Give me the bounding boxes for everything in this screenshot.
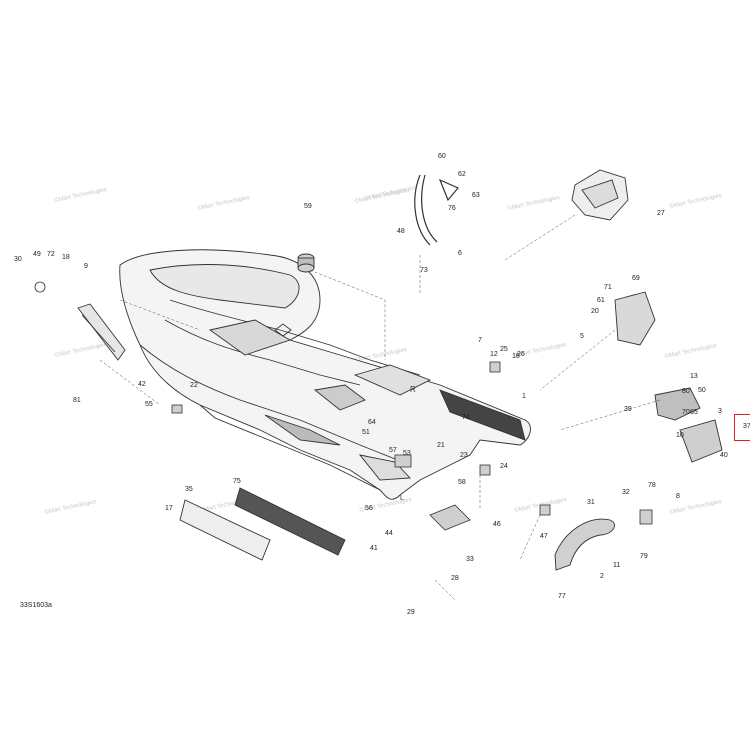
callout-72: 72 — [47, 251, 55, 258]
callout-75: 75 — [233, 478, 241, 485]
grab-handle-part — [554, 518, 615, 571]
callout-81: 81 — [73, 397, 81, 404]
watermark-text: ©Mart Technologies — [664, 342, 717, 360]
callout-69: 69 — [632, 275, 640, 282]
callout-51: 51 — [362, 429, 370, 436]
callout-17: 17 — [165, 505, 173, 512]
svg-text:R: R — [410, 385, 416, 394]
callout-78: 78 — [648, 482, 656, 489]
callout-18: 18 — [62, 254, 70, 261]
callout-71: 71 — [604, 284, 612, 291]
callout-73: 73 — [420, 267, 428, 274]
callout-11: 11 — [613, 562, 620, 569]
highlight-box — [734, 414, 750, 441]
watermark-text: ©Mart Technologies — [669, 498, 722, 516]
watermark-text: ©Mart Technologies — [507, 194, 560, 212]
callout-13: 13 — [690, 373, 698, 380]
left-bracket-part — [77, 303, 126, 361]
callout-7: 7 — [478, 337, 482, 344]
watermark-text: ©Mart Technologies — [54, 186, 107, 204]
callout-20: 20 — [591, 308, 599, 315]
callout-28: 28 — [451, 575, 459, 582]
watermark-text: ©Mart Technologies — [364, 184, 417, 202]
callout-22: 22 — [190, 382, 198, 389]
callout-35: 35 — [185, 486, 193, 493]
callout-57: 57 — [389, 447, 397, 454]
callout-59: 59 — [304, 203, 312, 210]
watermark-text: ©Mart Technologies — [44, 498, 97, 516]
callout-80: 80 — [682, 388, 690, 395]
callout-47: 47 — [540, 533, 548, 540]
callout-26: 26 — [517, 351, 525, 358]
callout-77: 77 — [558, 593, 566, 600]
footrest-parts — [179, 487, 346, 561]
callout-30: 30 — [14, 256, 22, 263]
leader-lines — [99, 214, 661, 601]
callout-12: 12 — [490, 351, 498, 358]
callout-61: 61 — [597, 297, 605, 304]
callout-31: 31 — [587, 499, 595, 506]
callout-33: 33 — [466, 556, 474, 563]
callout-21: 21 — [437, 442, 445, 449]
watermark-text: ©Mart Technologies — [197, 194, 250, 212]
svg-text:L: L — [400, 495, 404, 502]
callout-24: 24 — [500, 463, 508, 470]
callout-1: 1 — [522, 393, 526, 400]
callout-32: 32 — [622, 489, 630, 496]
callout-3: 3 — [718, 408, 722, 415]
callout-74: 74 — [462, 414, 470, 421]
bumper-part — [297, 253, 315, 273]
callout-65: 65 — [690, 409, 698, 416]
hull-body: R L — [119, 249, 531, 502]
callout-25: 25 — [500, 346, 508, 353]
callout-40: 40 — [720, 452, 728, 459]
callout-60: 60 — [438, 153, 446, 160]
watermark-text: ©Mart Technologies — [54, 341, 107, 359]
callout-70: 70 — [682, 409, 690, 416]
callout-46: 46 — [493, 521, 501, 528]
callout-27: 27 — [657, 210, 665, 217]
highlight-label: 37 — [743, 423, 750, 430]
callout-48: 48 — [397, 228, 405, 235]
engine-mount-part — [571, 169, 629, 221]
callout-9: 9 — [84, 263, 88, 270]
watermark-text: ©Mart Technologies — [669, 192, 722, 210]
callout-10: 10 — [676, 432, 684, 439]
cable-part — [414, 174, 459, 246]
small-hardware — [34, 281, 653, 531]
callout-49: 49 — [33, 251, 41, 258]
callout-58: 58 — [458, 479, 466, 486]
callout-23: 23 — [460, 452, 468, 459]
callout-79: 79 — [640, 553, 648, 560]
callout-42: 42 — [138, 381, 146, 388]
callout-41: 41 — [370, 545, 378, 552]
callout-44: 44 — [385, 530, 393, 537]
callout-8: 8 — [676, 493, 680, 500]
callout-29: 29 — [407, 609, 415, 616]
callout-16: 16 — [512, 353, 520, 360]
callout-56: 56 — [365, 505, 373, 512]
diagram-reference-code: 33S1603a — [20, 602, 52, 609]
right-assembly-part — [614, 291, 723, 463]
callout-63: 63 — [472, 192, 480, 199]
callout-6: 6 — [458, 250, 462, 257]
callout-labels: 1235678910111213161718202122232425262728… — [14, 153, 728, 616]
callout-53: 53 — [403, 450, 411, 457]
callout-76: 76 — [448, 205, 456, 212]
callout-5: 5 — [580, 333, 584, 340]
callout-64: 64 — [368, 419, 376, 426]
callout-2: 2 — [600, 573, 604, 580]
callout-50: 50 — [698, 387, 706, 394]
callout-55: 55 — [145, 401, 153, 408]
callout-62: 62 — [458, 171, 466, 178]
callout-39: 39 — [624, 406, 632, 413]
